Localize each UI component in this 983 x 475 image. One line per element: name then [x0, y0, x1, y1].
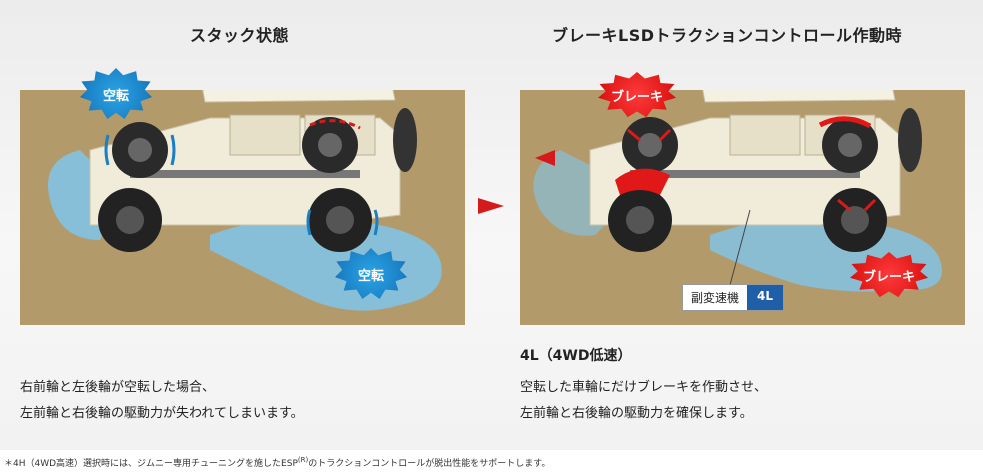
brake-lsd-title: ブレーキLSDトラクションコントロール作動時 [552, 26, 903, 45]
spare-tire [393, 108, 417, 172]
traction-description: 空転した車輪にだけブレーキを作動させ、 左前輪と右後輪の駆動力を確保します。 [520, 375, 767, 427]
sub-transmission-value: 4L [747, 285, 784, 310]
vehicle-roof [202, 90, 396, 103]
spare-tire [898, 108, 922, 172]
drive-force-rear [818, 116, 872, 129]
drive-shaft [630, 170, 860, 178]
door-window [729, 114, 801, 156]
transition-arrow-icon [478, 198, 504, 214]
stuck-vehicle-illustration [48, 90, 442, 311]
drive-force-front [615, 168, 670, 195]
brake-mark-rear [837, 198, 877, 212]
sub-transmission-indicator: 副変速機 4L [682, 284, 785, 311]
traction-desc-line-1: 空転した車輪にだけブレーキを作動させ、 [520, 380, 768, 395]
traction-desc-line-2: 左前輪と右後輪の駆動力を確保します。 [520, 406, 753, 421]
sub-transmission-label: 副変速機 [683, 285, 748, 310]
footnote: ＊4H（4WD高速）選択時には、ジムニー専用チューニングを施したESP(R)のト… [4, 456, 551, 469]
door-window [229, 114, 301, 156]
spin-mark [104, 134, 110, 166]
drive-mode-label: 4L（4WD低速） [520, 348, 632, 364]
drive-shaft [130, 170, 360, 178]
stuck-state-title: スタック状態 [190, 26, 290, 45]
vehicle-roof [702, 90, 896, 103]
spin-direction-arrow [309, 119, 361, 130]
stuck-description: 右前輪と左後輪が空転した場合、 左前輪と右後輪の駆動力が失われてしまいます。 [20, 375, 304, 427]
gearbox-leader-line [729, 209, 751, 286]
forward-arrow-icon [535, 150, 555, 166]
stuck-desc-line-1: 右前輪と左後輪が空転した場合、 [20, 380, 216, 395]
brake-mark-front [627, 128, 672, 142]
stuck-desc-line-2: 左前輪と右後輪の駆動力が失われてしまいます。 [20, 406, 304, 421]
stuck-scene: 空転 空転 [20, 68, 465, 325]
